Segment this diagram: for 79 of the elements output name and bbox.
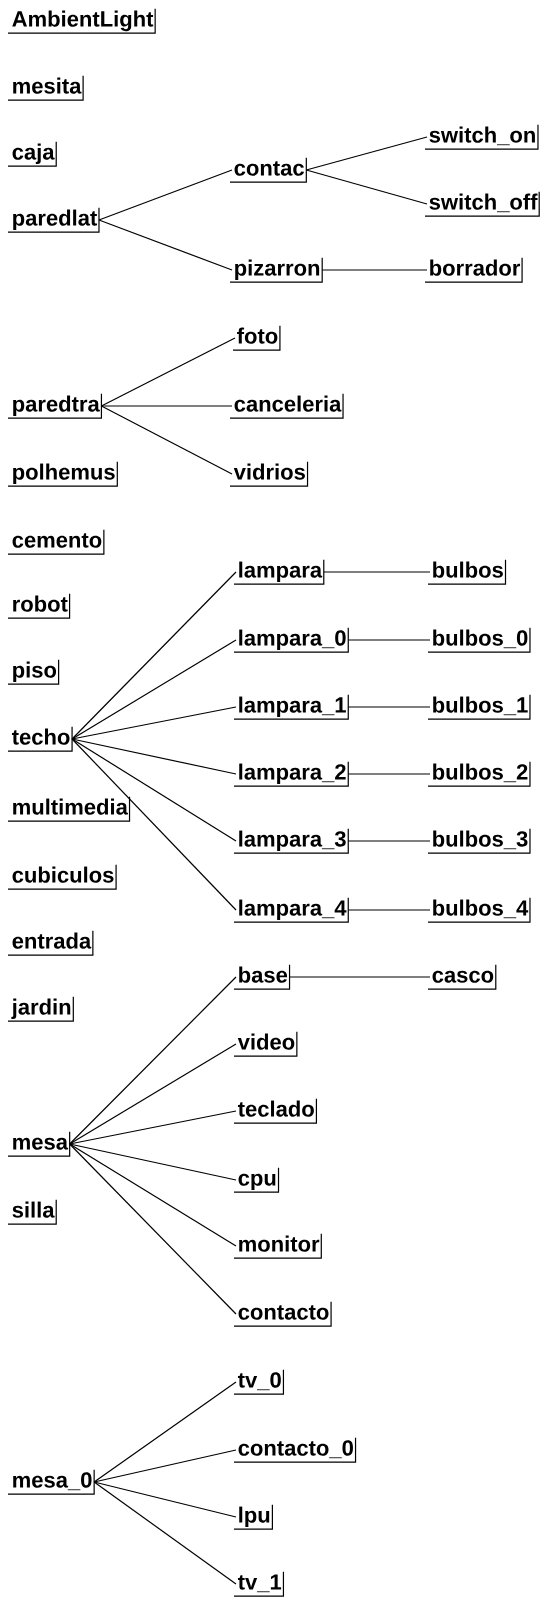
label-bracket: caja [7, 141, 57, 167]
label-bracket: switch_off [424, 191, 540, 217]
label-bracket: lpu [233, 1504, 273, 1530]
connector-line [93, 1449, 237, 1483]
connector-line [93, 1481, 237, 1518]
connector-line [347, 706, 431, 708]
label-bracket: paredlat [7, 207, 100, 233]
connector-line [71, 639, 237, 740]
connector-line [100, 405, 233, 407]
label-bracket: polhemus [7, 461, 118, 487]
label-bracket: piso [7, 659, 60, 685]
label-bracket: monitor [233, 1233, 322, 1259]
label-bracket: video [233, 1031, 298, 1057]
label-bracket: paredtra [7, 393, 103, 419]
label-bracket: contac [229, 157, 307, 183]
label-bracket: bulbos_4 [427, 897, 531, 923]
label-bracket: cpu [233, 1167, 280, 1193]
label-bracket: contacto [233, 1301, 332, 1327]
label-bracket: lampara_4 [233, 897, 349, 923]
connector-line [323, 571, 431, 573]
connector-line [347, 840, 431, 842]
connector-line [69, 1110, 237, 1145]
connector-line [321, 269, 428, 271]
label-bracket: borrador [424, 257, 523, 283]
connector-line [71, 738, 237, 911]
connector-line [93, 1481, 237, 1585]
connector-line [69, 976, 237, 1145]
label-bracket: silla [7, 1199, 57, 1225]
label-bracket: bulbos_0 [427, 627, 531, 653]
connector-line [71, 571, 237, 740]
label-bracket: bulbos [427, 559, 507, 585]
label-bracket: multimedia [7, 796, 131, 822]
connector-line [69, 1143, 237, 1181]
label-bracket: casco [427, 964, 497, 990]
connector-line [347, 773, 431, 775]
label-bracket: AmbientLight [7, 8, 156, 34]
connector-line [288, 976, 431, 978]
label-bracket: bulbos_1 [427, 694, 531, 720]
label-bracket: cemento [7, 529, 105, 555]
label-bracket: lampara_1 [233, 694, 349, 720]
connector-line [93, 1381, 237, 1483]
label-bracket: pizarron [229, 257, 323, 283]
connector-line [69, 1043, 237, 1145]
connector-line [69, 1143, 237, 1315]
label-bracket: canceleria [229, 393, 344, 419]
connector-line [71, 706, 237, 740]
label-bracket: mesa_0 [7, 1469, 95, 1495]
connector-line [100, 405, 233, 475]
label-bracket: bulbos_3 [427, 828, 531, 854]
label-bracket: contacto_0 [233, 1437, 357, 1463]
label-bracket: lampara [233, 559, 325, 585]
label-bracket: lampara_3 [233, 828, 349, 854]
label-bracket: base [233, 964, 291, 990]
label-bracket: robot [7, 593, 71, 619]
connector-line [71, 738, 237, 842]
label-bracket: switch_on [424, 124, 539, 150]
label-bracket: tv_1 [233, 1571, 285, 1597]
label-bracket: lampara_2 [233, 761, 349, 787]
label-bracket: mesa [7, 1131, 71, 1157]
connector-line [347, 639, 431, 641]
connector-line [100, 337, 236, 407]
connector-line [305, 169, 428, 205]
label-bracket: entrada [7, 930, 94, 956]
label-bracket: lampara_0 [233, 627, 349, 653]
connector-line [69, 1143, 237, 1247]
label-bracket: techo [7, 726, 73, 752]
connector-line [71, 738, 237, 775]
connector-line [347, 909, 431, 911]
label-bracket: bulbos_2 [427, 761, 531, 787]
connector-line [305, 136, 428, 171]
label-bracket: mesita [7, 75, 84, 101]
label-bracket: cubiculos [7, 864, 117, 890]
label-bracket: tv_0 [233, 1369, 285, 1395]
label-bracket: jardin [7, 996, 74, 1022]
label-bracket: foto [232, 325, 281, 351]
label-bracket: vidrios [229, 461, 309, 487]
label-bracket: teclado [233, 1098, 318, 1124]
connector-line [98, 169, 233, 221]
connector-line [98, 219, 233, 271]
